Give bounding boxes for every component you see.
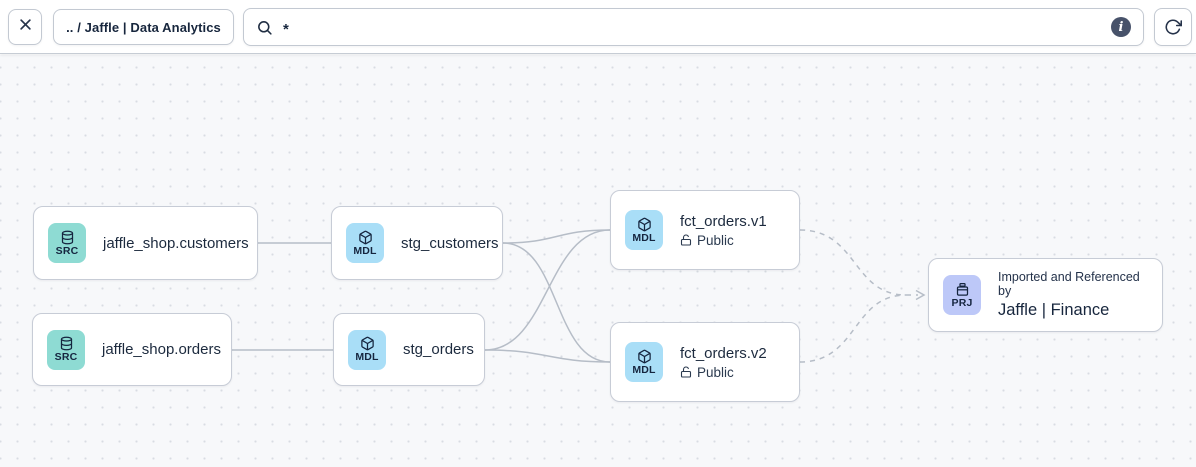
node-stg-customers[interactable]: MDL stg_customers bbox=[331, 206, 503, 280]
lineage-canvas[interactable]: SRC jaffle_shop.customers SRC jaffle_sho… bbox=[0, 55, 1196, 467]
database-icon bbox=[59, 336, 74, 351]
cube-icon bbox=[358, 230, 373, 245]
node-label: jaffle_shop.customers bbox=[103, 234, 249, 252]
model-badge: MDL bbox=[625, 210, 663, 250]
access-label: Public bbox=[697, 232, 734, 248]
model-badge: MDL bbox=[625, 342, 663, 382]
node-label: stg_orders bbox=[403, 341, 474, 358]
breadcrumb-label: .. / Jaffle | Data Analytics bbox=[66, 19, 221, 35]
edge-fct-v1-project bbox=[799, 229, 907, 296]
badge-type-label: SRC bbox=[55, 244, 79, 257]
refresh-button[interactable] bbox=[1154, 8, 1192, 46]
project-caption: Imported and Referenced by bbox=[998, 269, 1140, 298]
access-label: Public bbox=[697, 364, 734, 380]
refresh-icon bbox=[1164, 18, 1182, 36]
unlock-icon bbox=[680, 366, 692, 378]
node-fct-orders-v2[interactable]: MDL fct_orders.v2 Public bbox=[610, 322, 800, 402]
project-name: Jaffle | Finance bbox=[998, 301, 1110, 320]
cube-icon bbox=[637, 349, 652, 364]
edge-stg-customers-fct-v1 bbox=[502, 229, 611, 244]
node-label: jaffle_shop.orders bbox=[102, 341, 221, 358]
node-label: fct_orders.v2 bbox=[680, 344, 767, 362]
badge-type-label: PRJ bbox=[951, 296, 973, 309]
node-label: fct_orders.v1 bbox=[680, 212, 767, 230]
search-input[interactable] bbox=[283, 16, 1101, 38]
model-badge: MDL bbox=[346, 223, 384, 263]
toolbar: .. / Jaffle | Data Analytics i bbox=[0, 0, 1196, 54]
edge-stg-customers-fct-v2 bbox=[502, 242, 611, 363]
source-badge: SRC bbox=[47, 329, 85, 370]
cube-icon bbox=[637, 217, 652, 232]
database-icon bbox=[60, 230, 75, 245]
badge-type-label: MDL bbox=[632, 363, 656, 376]
search-icon bbox=[256, 19, 273, 36]
node-label: stg_customers bbox=[401, 234, 499, 252]
close-button[interactable] bbox=[8, 9, 42, 45]
node-src-customers[interactable]: SRC jaffle_shop.customers bbox=[33, 206, 258, 280]
badge-type-label: SRC bbox=[54, 351, 78, 364]
info-icon[interactable]: i bbox=[1111, 17, 1131, 37]
close-icon bbox=[18, 17, 33, 37]
model-badge: MDL bbox=[348, 329, 386, 370]
badge-type-label: MDL bbox=[632, 231, 656, 244]
source-badge: SRC bbox=[48, 223, 86, 263]
breadcrumb[interactable]: .. / Jaffle | Data Analytics bbox=[53, 9, 234, 45]
edge-arrowhead bbox=[915, 289, 926, 301]
cube-icon bbox=[360, 336, 375, 351]
unlock-icon bbox=[680, 234, 692, 246]
edge-fct-v2-project bbox=[799, 294, 907, 363]
node-project-jaffle-finance[interactable]: PRJ Imported and Referenced by Jaffle | … bbox=[928, 258, 1163, 332]
node-stg-orders[interactable]: MDL stg_orders bbox=[333, 313, 485, 386]
search-box[interactable]: i bbox=[243, 8, 1144, 46]
edge-stg-orders-fct-v1 bbox=[484, 229, 611, 351]
badge-type-label: MDL bbox=[355, 351, 379, 364]
edge-stg-orders-fct-v2 bbox=[484, 349, 611, 363]
edge-layer bbox=[232, 229, 926, 363]
project-badge: PRJ bbox=[943, 275, 981, 315]
archive-icon bbox=[955, 282, 970, 297]
node-src-orders[interactable]: SRC jaffle_shop.orders bbox=[32, 313, 232, 386]
node-fct-orders-v1[interactable]: MDL fct_orders.v1 Public bbox=[610, 190, 800, 270]
badge-type-label: MDL bbox=[353, 244, 377, 257]
